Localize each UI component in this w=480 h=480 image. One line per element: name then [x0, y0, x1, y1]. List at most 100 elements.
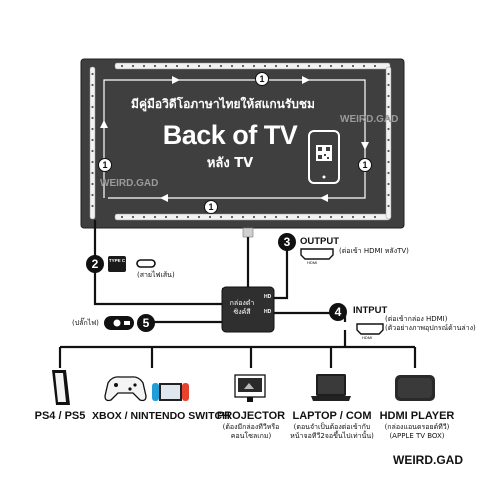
led-dot-right — [387, 127, 390, 131]
led-dot-bottom — [208, 215, 212, 219]
led-dot-bottom — [274, 215, 278, 219]
led-dot-right — [387, 116, 390, 120]
projector-icon — [234, 374, 266, 402]
arrowheads — [100, 76, 369, 202]
sync-box-label-2: ซิงค์สี — [233, 308, 251, 316]
step-1-badge-top: 1 — [255, 72, 269, 86]
led-dot-bottom — [351, 215, 355, 219]
led-dot-top — [340, 64, 344, 68]
led-dot-bottom — [164, 215, 168, 219]
output-title: OUTPUT — [300, 236, 340, 247]
led-dot-top — [131, 64, 135, 68]
led-dot-left — [91, 193, 94, 197]
step-3-badge: 3 — [278, 233, 296, 251]
led-strip-top — [114, 62, 391, 70]
led-dot-bottom — [153, 215, 157, 219]
device-name-xbox-switch: XBOX / NINTENDO SWITCH — [92, 410, 230, 422]
led-dot-bottom — [219, 215, 223, 219]
led-dot-left — [91, 94, 94, 98]
led-dot-top — [175, 64, 179, 68]
led-dots — [91, 64, 390, 219]
led-dot-right — [387, 72, 390, 76]
led-dot-bottom — [230, 215, 234, 219]
device-name-laptop: LAPTOP / COM — [292, 410, 372, 422]
nintendo-switch-icon — [152, 383, 189, 401]
led-dot-bottom — [373, 215, 377, 219]
led-dot-left — [91, 171, 94, 175]
led-dot-top — [373, 64, 377, 68]
led-dot-right — [387, 204, 390, 208]
hdmi-port-icon-input — [356, 323, 384, 335]
output-port-label: HDMI — [307, 260, 318, 265]
laptop-icon — [311, 374, 351, 401]
led-dot-right — [387, 160, 390, 164]
led-dot-bottom — [285, 215, 289, 219]
tv-subtitle: หลัง TV — [206, 156, 254, 171]
led-dot-left — [91, 127, 94, 131]
step-1-badge-right: 1 — [358, 158, 372, 172]
led-dot-top — [142, 64, 146, 68]
led-dot-top — [197, 64, 201, 68]
led-dot-left — [91, 72, 94, 76]
led-dot-top — [219, 64, 223, 68]
sync-box-hdmi-out: HD — [264, 294, 272, 300]
media-box-icon — [395, 375, 435, 401]
led-dot-bottom — [307, 215, 311, 219]
led-dot-left — [91, 138, 94, 142]
led-dot-right — [387, 83, 390, 87]
led-dot-right — [387, 182, 390, 186]
led-dot-bottom — [120, 215, 124, 219]
led-dot-bottom — [241, 215, 245, 219]
playstation-icon — [52, 370, 70, 405]
led-dot-top — [263, 64, 267, 68]
led-dot-right — [387, 149, 390, 153]
led-dot-top — [186, 64, 190, 68]
input-title: INTPUT — [353, 305, 388, 316]
led-dot-bottom — [197, 215, 201, 219]
led-dot-right — [387, 94, 390, 98]
led-dot-top — [274, 64, 278, 68]
step-4-badge: 4 — [329, 303, 347, 321]
led-dot-top — [208, 64, 212, 68]
device-note-laptop: (ตอนจำเป็นต้องต่อเข้ากับ หน้าจอทีวี2จอขึ… — [290, 423, 374, 440]
sync-box — [221, 286, 275, 333]
led-dot-left — [91, 160, 94, 164]
output-note: (ต่อเข้า HDMI หลังTV) — [339, 247, 409, 255]
usb-c-port-icon — [136, 259, 156, 268]
led-dot-bottom — [131, 215, 135, 219]
sync-box-label-1: กล่องดำ — [229, 299, 255, 307]
led-dot-top — [230, 64, 234, 68]
led-dot-left — [91, 83, 94, 87]
led-dot-left — [91, 116, 94, 120]
led-dot-top — [351, 64, 355, 68]
device-note-hdmi-player: (กล่องแอนดรอยด์ทีวี) (APPLE TV BOX) — [384, 423, 450, 440]
tv-guide-thai-title: มีคู่มือวิดีโอภาษาไทยให้สแกนรับชม — [131, 97, 315, 111]
led-dot-top — [362, 64, 366, 68]
tv-watermark-left: WEIRD.GAD — [100, 178, 159, 189]
led-dot-bottom — [340, 215, 344, 219]
led-dot-bottom — [296, 215, 300, 219]
led-dot-top — [285, 64, 289, 68]
device-name-ps: PS4 / PS5 — [34, 410, 86, 422]
led-dot-top — [241, 64, 245, 68]
direction-arrows — [103, 79, 366, 199]
led-dot-right — [387, 138, 390, 142]
qr-phone-icon — [308, 130, 340, 184]
usb-c-plug-icon — [108, 256, 126, 272]
led-dot-top — [329, 64, 333, 68]
led-strip-bottom — [114, 213, 391, 221]
led-dot-top — [153, 64, 157, 68]
led-dot-bottom — [263, 215, 267, 219]
led-dot-top — [120, 64, 124, 68]
device-name-projector: PROJECTOR — [216, 410, 286, 422]
step-2-badge: 2 — [86, 255, 104, 273]
step-1-badge-bottom: 1 — [204, 200, 218, 214]
led-dot-bottom — [329, 215, 333, 219]
led-dot-right — [387, 193, 390, 197]
input-port-label: HDMI — [362, 335, 373, 340]
led-dot-left — [91, 204, 94, 208]
led-dot-bottom — [252, 215, 256, 219]
device-name-hdmi-player: HDMI PLAYER — [379, 410, 455, 422]
